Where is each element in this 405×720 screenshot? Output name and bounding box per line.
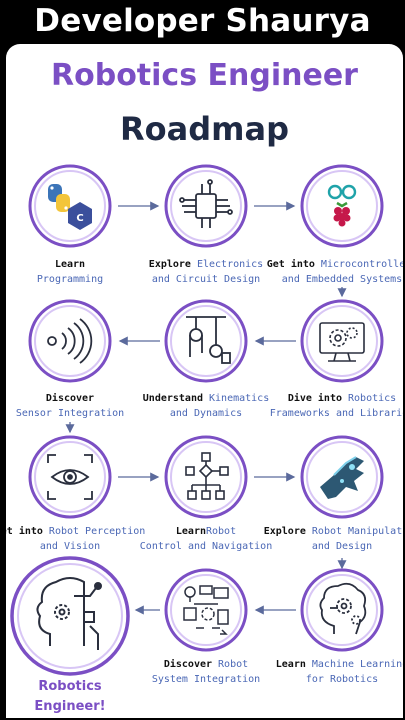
step-2-node	[164, 164, 248, 248]
raspberry-icon	[333, 201, 351, 227]
step-10-label: Discover Robot System Integration	[151, 659, 261, 685]
circuit-chip-icon	[179, 179, 233, 228]
cpp-icon: C	[68, 202, 92, 230]
step-7-node	[28, 435, 112, 519]
flowchart-icon	[185, 452, 229, 500]
step-4-node	[28, 299, 112, 383]
step-3-label: Get into Microcontrollers and Embedded S…	[266, 259, 403, 285]
step-5-node	[164, 299, 248, 383]
step-4-label: Discover Sensor Integration	[15, 393, 125, 419]
robot-head-icon	[36, 577, 102, 650]
step-2-label: Explore Electronics and Circuit Design	[148, 259, 264, 285]
step-11-node	[300, 568, 384, 652]
step-5-label: Understand Kinematics and Dynamics	[142, 393, 270, 419]
python-icon	[48, 184, 70, 212]
step-9-label: Explore Robot Manipulation and Design	[263, 526, 403, 552]
eye-scan-icon	[47, 454, 93, 500]
svg-text:C: C	[76, 213, 83, 224]
step-10-node	[164, 568, 248, 652]
step-8-label: LearnRobot Control and Navigation	[139, 526, 273, 552]
step-6-label: Dive into Robotics Frameworks and Librar…	[269, 393, 403, 419]
banner-title: Developer Shaurya	[34, 3, 371, 39]
roadmap-diagram: C	[10, 164, 384, 676]
final-node	[10, 556, 130, 676]
monitor-gears-icon	[319, 322, 365, 362]
roadmap-title: Robotics Engineer	[51, 58, 358, 93]
step-9-node	[300, 435, 384, 519]
step-7-label: Get into Robot Perception and Vision	[6, 526, 146, 552]
ml-brain-icon	[319, 582, 367, 635]
pulley-icon	[186, 316, 231, 364]
final-label: Robotics Engineer!	[34, 679, 106, 714]
roadmap-card: Robotics Engineer Roadmap	[6, 44, 403, 718]
system-integration-icon	[183, 585, 229, 635]
step-8-node	[164, 435, 248, 519]
step-11-label: Learn Machine Learning for Robotics	[275, 659, 403, 685]
roadmap-subtitle: Roadmap	[120, 110, 289, 148]
step-6-node	[300, 299, 384, 383]
banner: Developer Shaurya	[0, 0, 405, 42]
step-1-label: Learn Programming	[36, 259, 104, 285]
step-3-node	[300, 164, 384, 248]
arduino-icon	[327, 184, 357, 200]
step-1-node: C	[28, 164, 112, 248]
robot-hand-icon	[320, 456, 364, 499]
sensor-waves-icon	[47, 318, 93, 364]
